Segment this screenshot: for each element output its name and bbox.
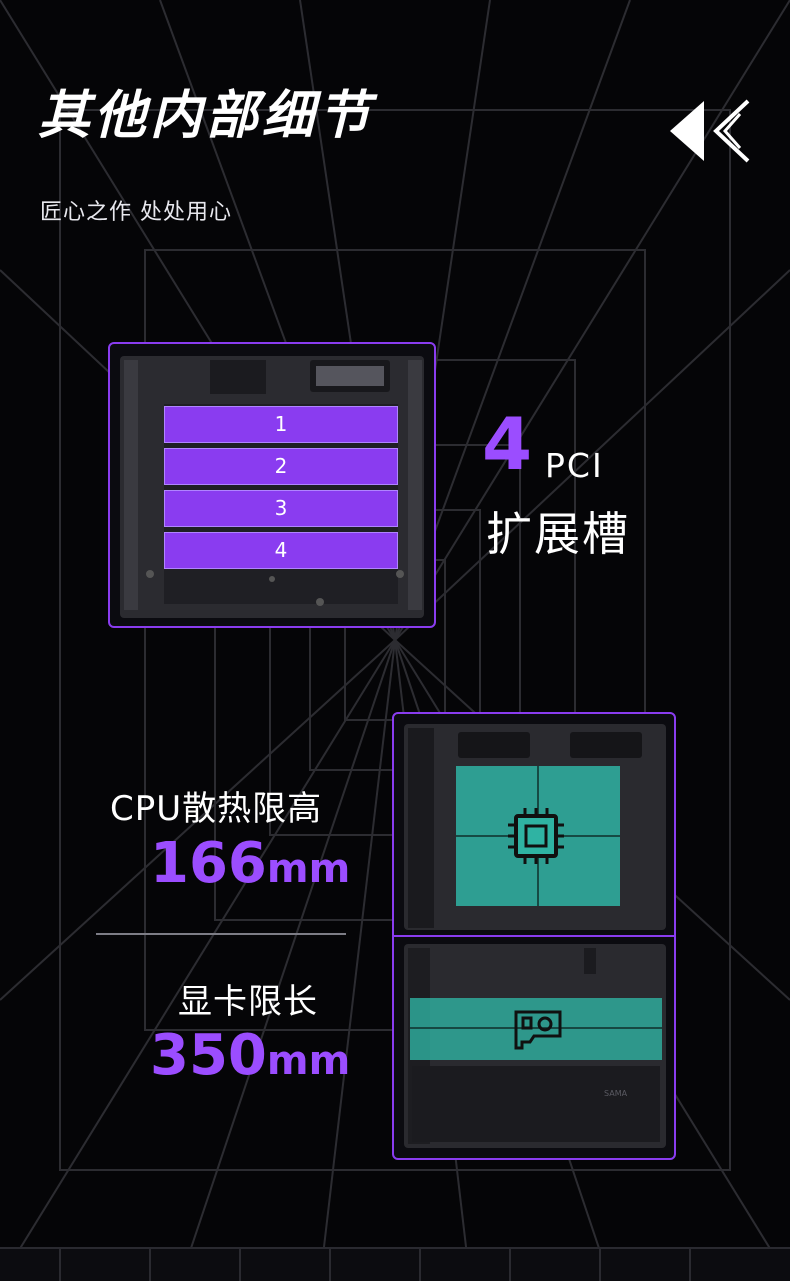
pci-slot-number: 4 — [274, 538, 288, 562]
gpu-length-label: 显卡限长 — [178, 982, 318, 1022]
cpu-chip-icon — [508, 808, 564, 864]
pci-slot: 4 — [164, 532, 398, 569]
cpu-cooler-height-value: 166mm — [150, 836, 350, 892]
cpu-cooler-height-label: CPU散热限高 — [110, 789, 323, 829]
pci-slot-list: 1 2 3 4 — [164, 406, 398, 569]
cpu-cooler-height-number: 166 — [150, 831, 267, 896]
pci-slot-count: 4 — [482, 402, 533, 486]
pci-slot: 2 — [164, 448, 398, 485]
chassis-brand-mark: SAMA — [604, 1089, 628, 1098]
page-subtitle: 匠心之作 处处用心 — [40, 200, 232, 225]
pci-slot-number: 1 — [274, 412, 288, 436]
page-title: 其他内部细节 — [38, 86, 375, 146]
expansion-slot-label: 扩展槽 — [486, 507, 630, 561]
gpu-length-value: 350mm — [150, 1028, 350, 1084]
pci-slots-photo: 1 2 3 4 — [108, 342, 436, 628]
graphics-card-zone — [410, 998, 662, 1060]
gpu-length-unit: mm — [266, 1038, 351, 1084]
pci-slot: 1 — [164, 406, 398, 443]
pci-slot: 3 — [164, 490, 398, 527]
pci-label: PCI — [545, 446, 604, 485]
chassis-clearance-photo: SAMA — [392, 712, 676, 1160]
spec-divider — [96, 933, 346, 935]
graphics-card-icon — [514, 1010, 562, 1050]
pci-slot-number: 3 — [274, 496, 288, 520]
gpu-length-number: 350 — [150, 1023, 267, 1088]
double-chevron-left-icon — [670, 99, 750, 163]
cpu-cooler-height-unit: mm — [266, 846, 351, 892]
pci-slot-number: 2 — [274, 454, 288, 478]
